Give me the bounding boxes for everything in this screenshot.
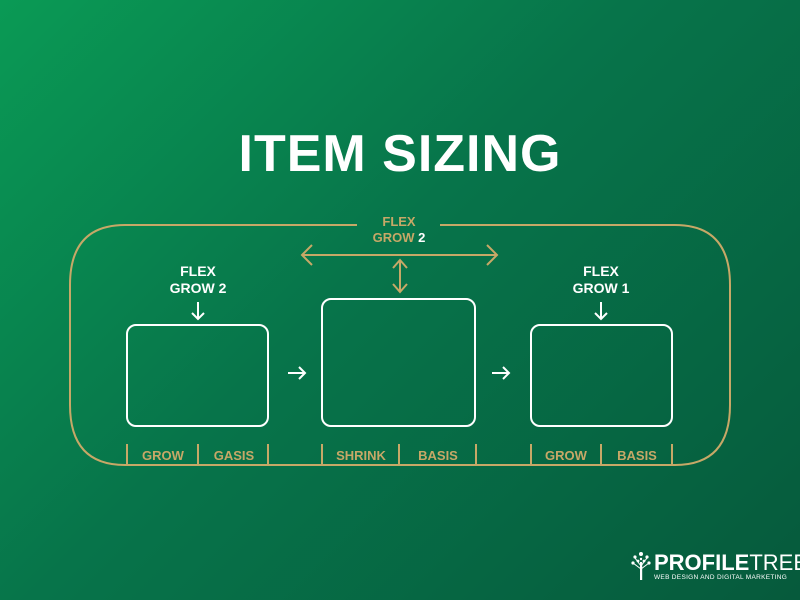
tree-icon — [631, 552, 651, 580]
center-label-prefix: GROW — [373, 230, 416, 245]
profiletree-logo: PROFILETREE WEB DESIGN AND DIGITAL MARKE… — [630, 548, 800, 588]
bottom-label-center-1: SHRINK — [336, 448, 386, 463]
horizontal-double-arrow-icon — [300, 244, 499, 266]
center-label-value: 2 — [418, 230, 425, 245]
left-down-arrow-icon — [191, 302, 205, 321]
bottom-label-right-1: GROW — [545, 448, 588, 463]
left-label-line2: GROW 2 — [170, 280, 227, 296]
flex-item-center — [321, 298, 476, 427]
right-arrow-icon — [288, 366, 307, 380]
center-label-line2: GROW 2 — [373, 230, 426, 245]
left-label-line1: FLEX — [180, 263, 216, 279]
logo-name: PROFILETREE — [654, 550, 800, 575]
flex-item-left — [126, 324, 269, 427]
right-arrow-icon — [492, 366, 511, 380]
right-label-line1: FLEX — [583, 263, 619, 279]
right-label-line2: GROW 1 — [573, 280, 630, 296]
vertical-double-arrow-icon — [392, 258, 408, 294]
right-down-arrow-icon — [594, 302, 608, 321]
page-title: ITEM SIZING — [238, 125, 562, 183]
bottom-dividers — [126, 444, 673, 465]
logo-tagline: WEB DESIGN AND DIGITAL MARKETING — [654, 574, 788, 581]
center-label-line1: FLEX — [382, 214, 416, 229]
bottom-label-left-2: GASIS — [214, 448, 255, 463]
flex-item-right — [530, 324, 673, 427]
bottom-label-right-2: BASIS — [617, 448, 657, 463]
bottom-label-left-1: GROW — [142, 448, 185, 463]
bottom-label-center-2: BASIS — [418, 448, 458, 463]
